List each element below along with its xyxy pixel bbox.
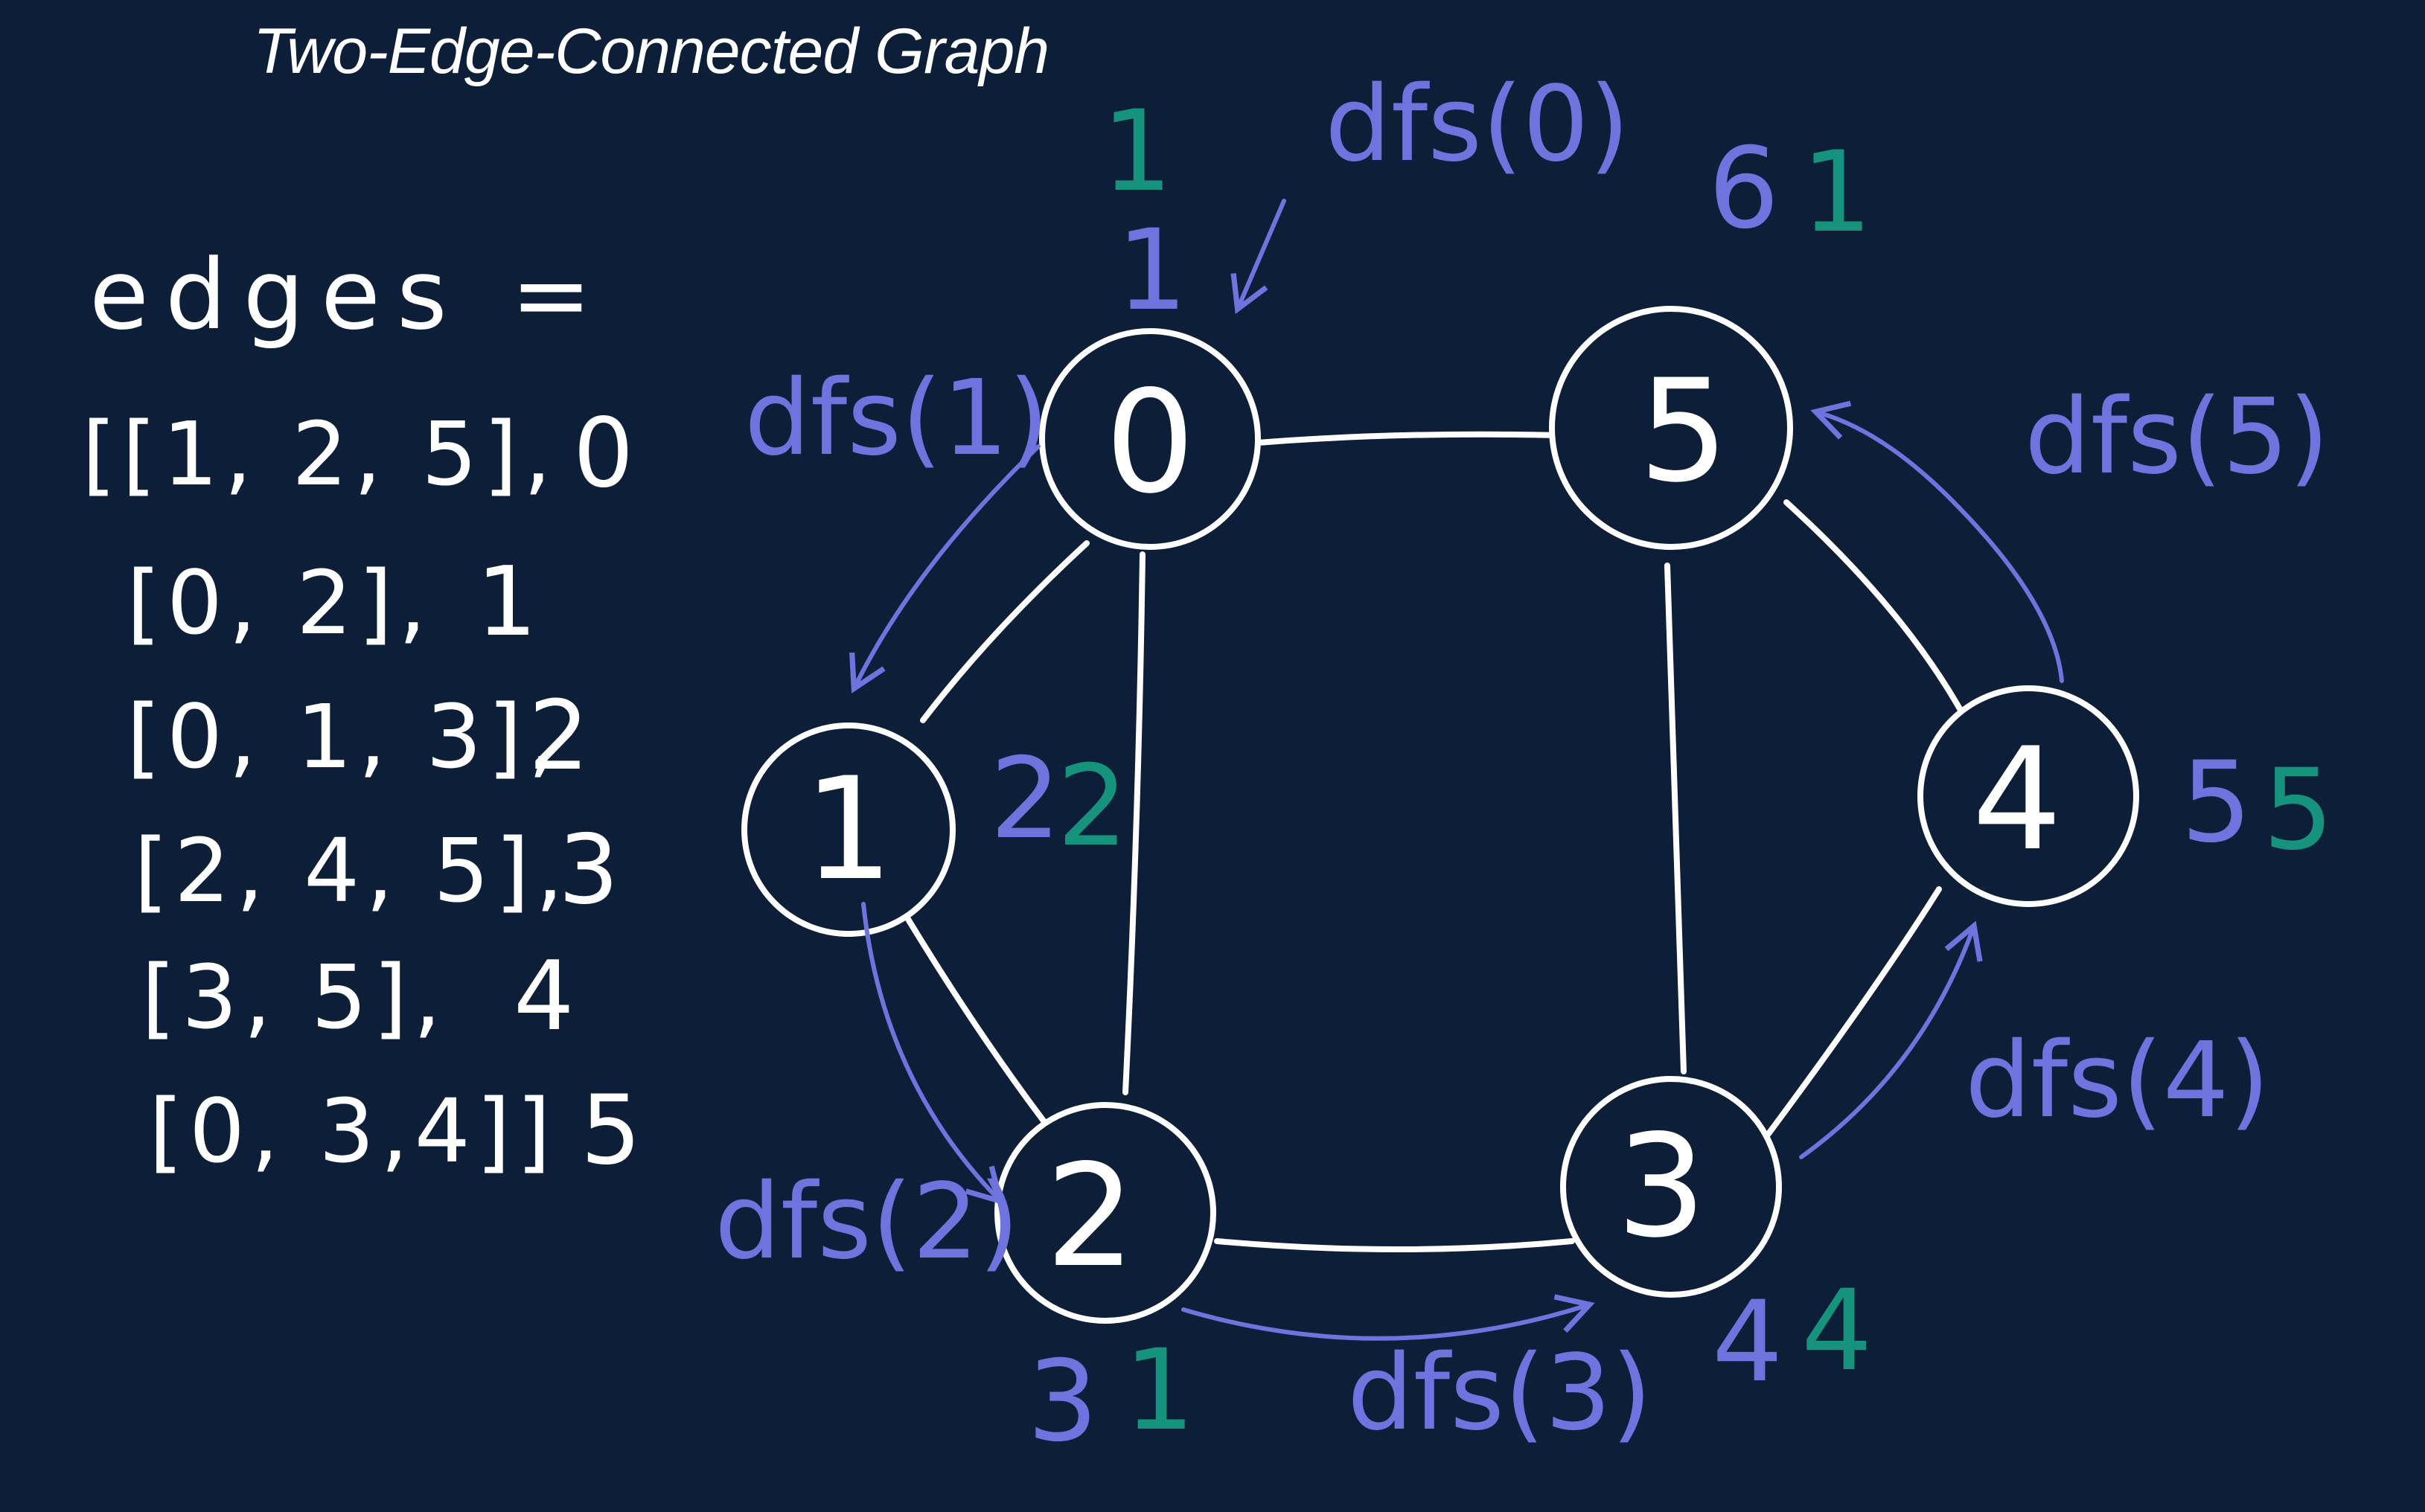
dfs-label-5: dfs(5) (2025, 377, 2329, 498)
dfs-label-2: dfs(2) (715, 1162, 1019, 1283)
dfs-arrow-1 (849, 444, 1041, 693)
graph-node-4 (1917, 685, 2139, 907)
page-title: Two-Edge-Connected Graph (253, 16, 1049, 87)
node-label-3: 3 (1617, 1104, 1707, 1269)
low-value-0: 1 (1102, 87, 1172, 217)
edge-index: 2 (528, 681, 590, 792)
discovery-time-2: 3 (1027, 1337, 1098, 1467)
dfs-arrow-2 (861, 902, 1005, 1205)
edge-row-3: [2, 4, 5], 3 (134, 819, 619, 923)
dfs-arrow-3 (1181, 1294, 1595, 1341)
discovery-time-0: 1 (1116, 206, 1187, 336)
low-value-1: 2 (1057, 742, 1128, 871)
edge-index: 5 (581, 1075, 642, 1186)
low-value-2: 1 (1124, 1326, 1195, 1455)
graph-edge-0-1 (920, 540, 1090, 723)
low-value-4: 5 (2263, 746, 2333, 875)
node-label-4: 4 (1972, 717, 2063, 882)
graph-edge-1-2 (904, 914, 1060, 1141)
graph-node-1 (741, 723, 956, 937)
node-label-1: 1 (804, 747, 894, 912)
edge-index: 0 (573, 398, 634, 509)
adjacency-list: [3, 5], (141, 946, 447, 1048)
low-value-5: 1 (1801, 128, 1872, 257)
graph-edge-0-5 (1255, 431, 1562, 446)
graph-edge-2-3 (1214, 1238, 1575, 1252)
edge-index: 4 (514, 941, 575, 1052)
discovery-time-1: 2 (990, 734, 1061, 864)
edge-index: 3 (558, 815, 619, 926)
adjacency-list: [0, 2], (127, 551, 432, 654)
adjacency-list: [2, 4, 5], (134, 819, 569, 922)
edges-label: edges = (89, 238, 608, 351)
graph-node-5 (1549, 306, 1793, 550)
edge-index: 1 (476, 547, 537, 658)
node-label-2: 2 (1046, 1134, 1136, 1298)
graph-node-3 (1560, 1076, 1782, 1298)
graph-node-0 (1039, 328, 1261, 550)
discovery-time-3: 4 (1712, 1278, 1783, 1407)
dfs-label-3: dfs(3) (1347, 1333, 1652, 1454)
node-label-0: 0 (1105, 360, 1195, 525)
adjacency-list: [[1, 2, 5], (82, 403, 557, 505)
dfs-arrow-5 (1810, 400, 2064, 683)
edge-row-0: [[1, 2, 5], 0 (82, 402, 633, 506)
edge-row-1: [0, 2], 1 (127, 551, 537, 655)
edge-row-2: [0, 1, 3], 2 (127, 685, 589, 789)
low-value-3: 4 (1801, 1266, 1872, 1396)
graph-edge-5-3 (1664, 563, 1687, 1074)
dfs-label-1: dfs(1) (744, 358, 1049, 479)
adjacency-list: [0, 3,4]] (149, 1080, 557, 1182)
discovery-time-5: 6 (1708, 124, 1779, 254)
edge-row-4: [3, 5], 4 (141, 945, 574, 1049)
graph-edge-3-4 (1765, 886, 1942, 1138)
edge-row-5: [0, 3,4]] 5 (149, 1079, 641, 1183)
node-label-5: 5 (1639, 349, 1729, 513)
graph-node-2 (994, 1102, 1216, 1324)
discovery-time-4: 5 (2181, 738, 2252, 868)
dfs-label-0: dfs(0) (1325, 64, 1629, 185)
graph-edge-5-4 (1783, 499, 1968, 721)
dfs-label-4: dfs(4) (1965, 1020, 2269, 1141)
graph-edge-0-2 (1122, 551, 1146, 1095)
dfs-arrow-0 (1230, 199, 1286, 315)
dfs-arrow-4 (1799, 920, 1983, 1159)
adjacency-list: [0, 1, 3], (127, 685, 562, 788)
